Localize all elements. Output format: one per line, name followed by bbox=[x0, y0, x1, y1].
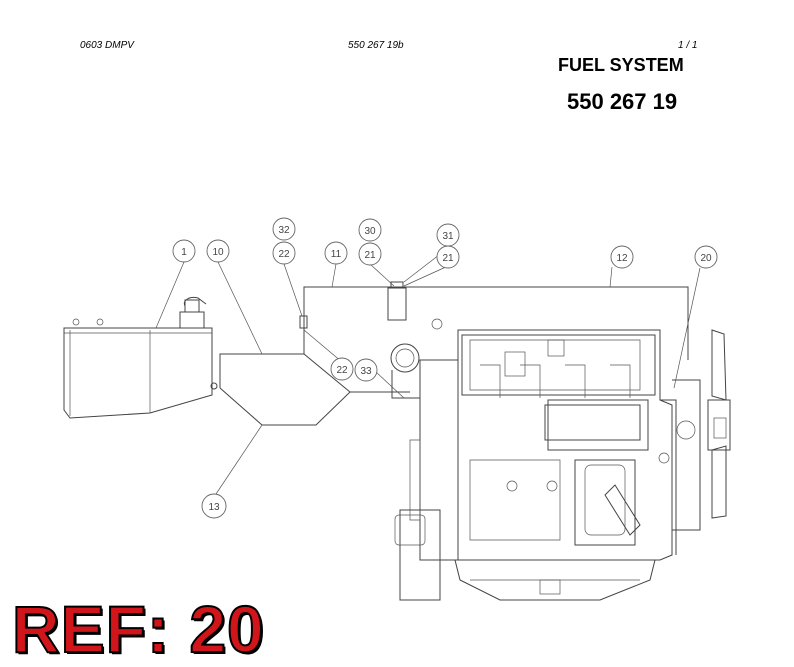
svg-text:30: 30 bbox=[364, 226, 376, 237]
svg-text:21: 21 bbox=[364, 250, 376, 261]
callout-10: 10 bbox=[206, 239, 230, 263]
fuel-tank bbox=[63, 297, 218, 419]
callout-12: 12 bbox=[610, 245, 634, 269]
svg-text:20: 20 bbox=[700, 253, 712, 264]
svg-text:21: 21 bbox=[442, 253, 454, 264]
page-title: FUEL SYSTEM bbox=[558, 55, 684, 75]
callout-21-b: 21 bbox=[436, 245, 460, 269]
svg-text:13: 13 bbox=[208, 502, 220, 513]
svg-text:1: 1 bbox=[181, 247, 187, 258]
leader-lines bbox=[155, 247, 701, 495]
svg-text:31: 31 bbox=[442, 231, 454, 242]
document-code: 0603 DMPV bbox=[80, 40, 134, 51]
svg-text:22: 22 bbox=[278, 249, 290, 260]
reference-label: REF: 20 bbox=[11, 592, 265, 666]
callout-31: 31 bbox=[436, 223, 460, 247]
engine-block bbox=[390, 318, 701, 601]
callout-22-b: 22 bbox=[330, 357, 354, 381]
callout-30: 30 bbox=[358, 218, 382, 242]
callout-21: 21 bbox=[358, 242, 382, 266]
callout-1: 1 bbox=[172, 239, 196, 263]
cooling-fan bbox=[707, 329, 731, 519]
callout-32: 32 bbox=[272, 217, 296, 241]
svg-text:22: 22 bbox=[336, 365, 348, 376]
callout-20: 20 bbox=[694, 245, 718, 269]
callout-22: 22 bbox=[272, 241, 296, 265]
callout-11: 11 bbox=[324, 241, 348, 265]
part-code: 550 267 19b bbox=[348, 40, 404, 51]
svg-text:11: 11 bbox=[331, 249, 342, 260]
svg-text:33: 33 bbox=[360, 366, 372, 377]
page-number: 1 / 1 bbox=[678, 40, 698, 51]
svg-text:32: 32 bbox=[278, 225, 290, 236]
callout-33: 33 bbox=[354, 358, 378, 382]
callout-13: 13 bbox=[201, 493, 227, 519]
svg-text:12: 12 bbox=[616, 253, 628, 264]
fuel-lines bbox=[219, 281, 689, 426]
svg-text:10: 10 bbox=[212, 247, 224, 258]
part-number: 550 267 19 bbox=[567, 89, 678, 114]
